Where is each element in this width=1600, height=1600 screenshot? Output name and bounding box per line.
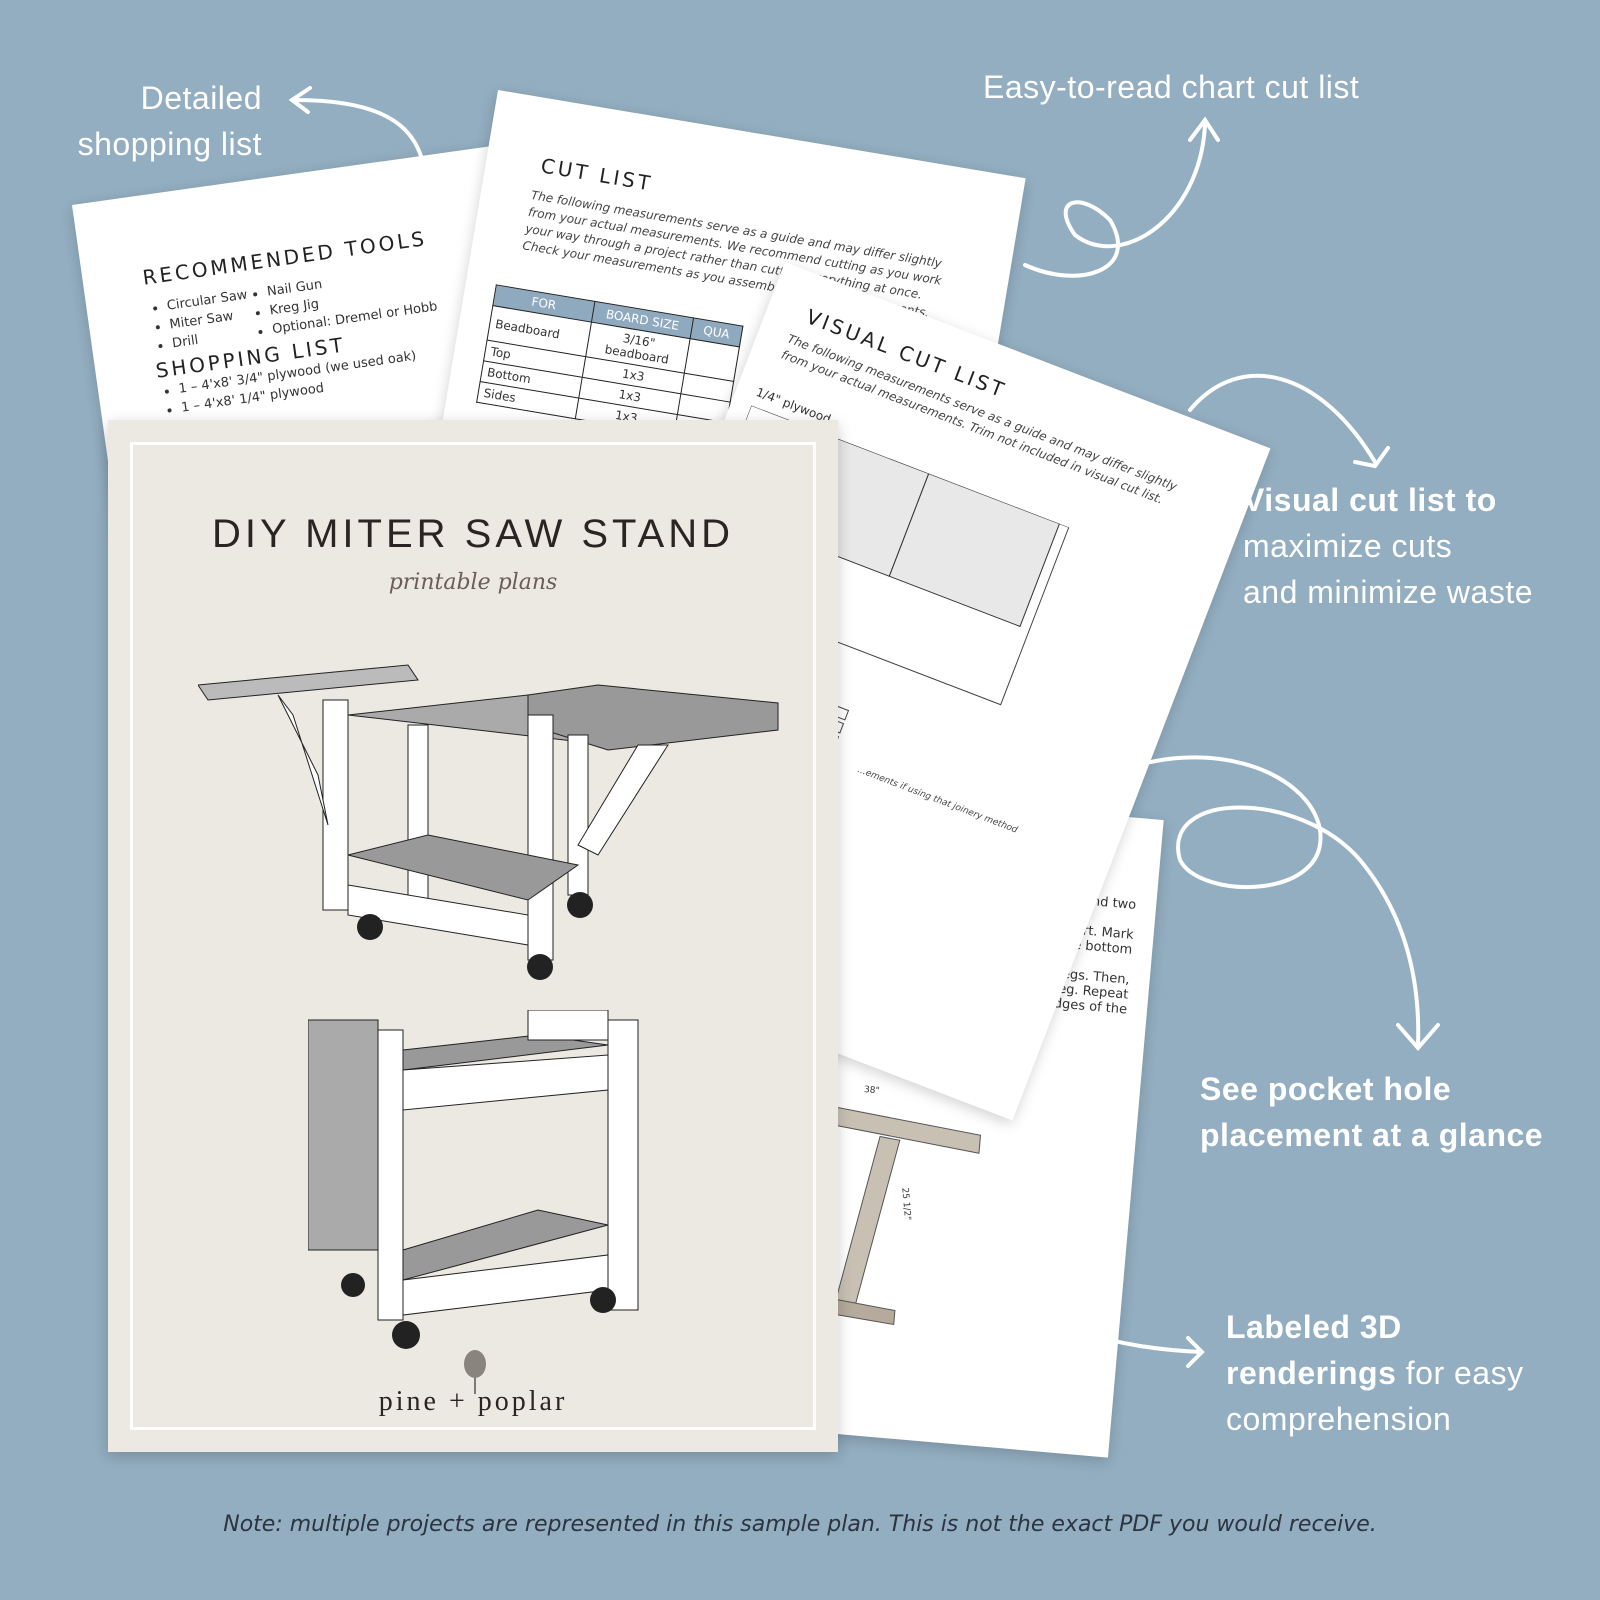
callout-line: and minimize waste — [1243, 574, 1533, 610]
callout-shopping-list: Detailed shopping list — [40, 75, 262, 167]
arrow-icon — [1073, 1328, 1205, 1368]
cover-title: DIY MITER SAW STAND — [212, 512, 734, 556]
footer-note: Note: multiple projects are represented … — [223, 1512, 1377, 1537]
callout-line: for easy — [1396, 1355, 1524, 1391]
callout-line: Labeled 3D — [1226, 1309, 1402, 1345]
cover-page: DIY MITER SAW STAND printable plans pine… — [108, 420, 838, 1452]
leaf-logo-icon — [464, 1350, 486, 1394]
callout-line: placement at a glance — [1200, 1117, 1544, 1153]
brand-logo: pine + poplar — [378, 1386, 568, 1417]
callout-line: shopping list — [77, 126, 262, 162]
callout-3d-renderings: Labeled 3D renderings for easy comprehen… — [1226, 1304, 1524, 1442]
callout-line: renderings — [1226, 1355, 1397, 1391]
miter-stand-rendering-folded — [308, 1010, 639, 1349]
callout-chart-cut-list: Easy-to-read chart cut list — [983, 69, 1360, 105]
callout-visual-cut-list: Visual cut list to maximize cuts and min… — [1243, 477, 1533, 615]
callout-line: Detailed — [140, 80, 262, 116]
arrow-icon — [1188, 374, 1390, 469]
miter-stand-rendering-open — [198, 664, 779, 980]
callout-pocket-hole: See pocket hole placement at a glance — [1200, 1066, 1543, 1158]
arrow-icon — [1098, 755, 1440, 1052]
arrow-icon — [288, 86, 427, 177]
callout-line: maximize cuts — [1243, 528, 1453, 564]
cover-subtitle: printable plans — [388, 570, 558, 595]
callout-line: comprehension — [1226, 1401, 1452, 1437]
arrow-icon — [1023, 116, 1220, 278]
cover-frame — [130, 442, 816, 1430]
callout-line: Visual cut list to — [1243, 482, 1497, 518]
callout-line: See pocket hole — [1200, 1071, 1452, 1107]
